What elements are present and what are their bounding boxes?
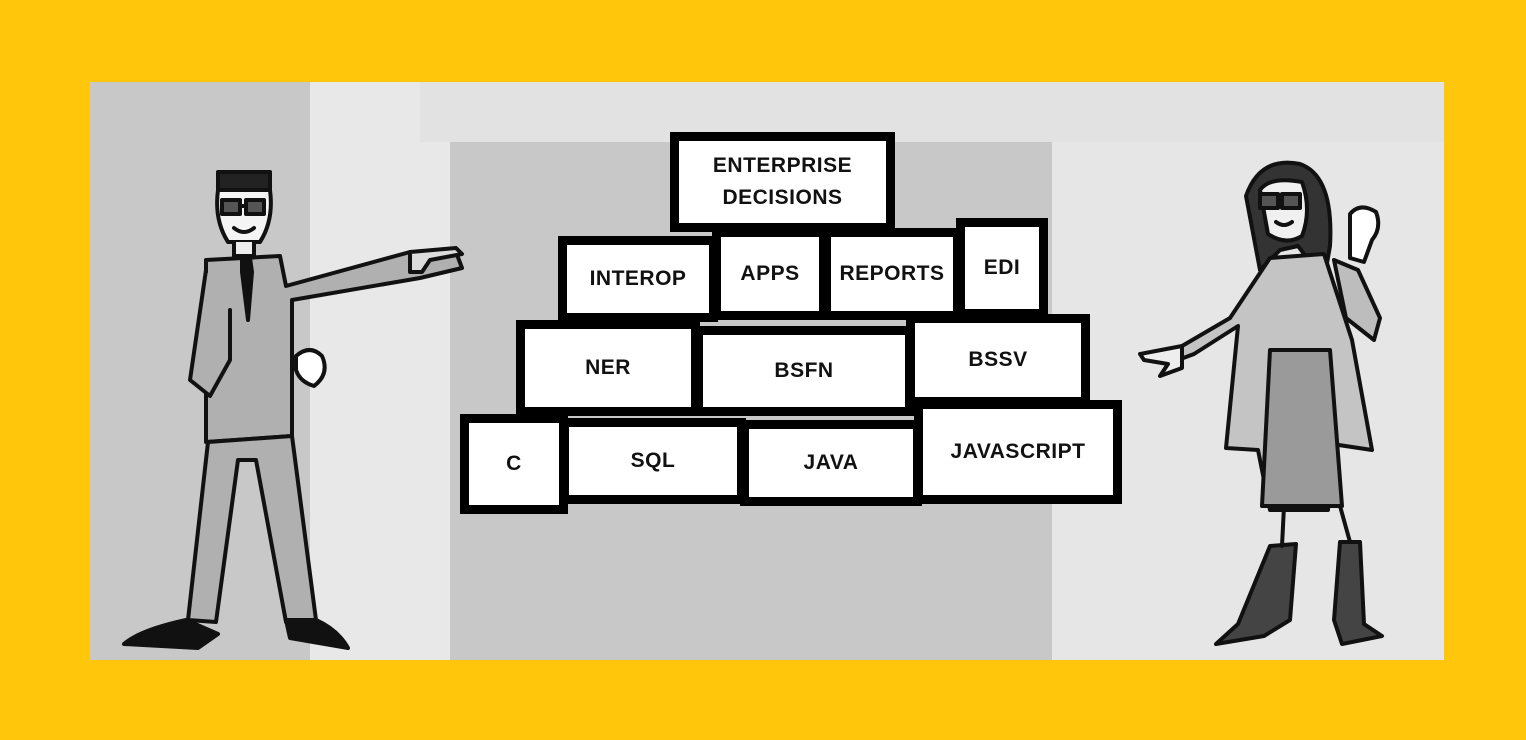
brick-label: REPORTS <box>839 262 945 285</box>
pointing-businessman-icon <box>110 160 480 660</box>
brick-bsfn: BSFN <box>694 326 914 416</box>
brick-reports: REPORTS <box>822 228 962 320</box>
brick-label: C <box>506 452 522 475</box>
brick-label: SQL <box>630 449 676 472</box>
pointing-businesswoman-icon <box>1120 150 1440 650</box>
brick-label: BSSV <box>968 348 1028 371</box>
brick-label: BSFN <box>774 359 834 382</box>
brick-label: NER <box>585 356 631 379</box>
brick-label: INTEROP <box>589 267 687 290</box>
brick-interop: INTEROP <box>558 236 718 322</box>
brick-sql: SQL <box>560 418 746 504</box>
brick-bssv: BSSV <box>906 314 1090 406</box>
brick-java: JAVA <box>740 420 922 506</box>
brick-label: JAVASCRIPT <box>950 440 1086 463</box>
brick-apps: APPS <box>712 228 828 320</box>
light-left-background <box>310 82 450 660</box>
brick-label: JAVA <box>803 451 859 474</box>
brick-c: C <box>460 414 568 514</box>
light-top-background <box>420 82 1444 142</box>
brick-enterprise-decisions: ENTERPRISE DECISIONS <box>670 132 895 232</box>
brick-javascript: JAVASCRIPT <box>914 400 1122 504</box>
brick-label: APPS <box>740 262 800 285</box>
brick-edi: EDI <box>956 218 1048 318</box>
brick-label: EDI <box>983 256 1021 279</box>
brick-label: ENTERPRISE DECISIONS <box>712 154 853 209</box>
brick-ner: NER <box>516 320 700 416</box>
